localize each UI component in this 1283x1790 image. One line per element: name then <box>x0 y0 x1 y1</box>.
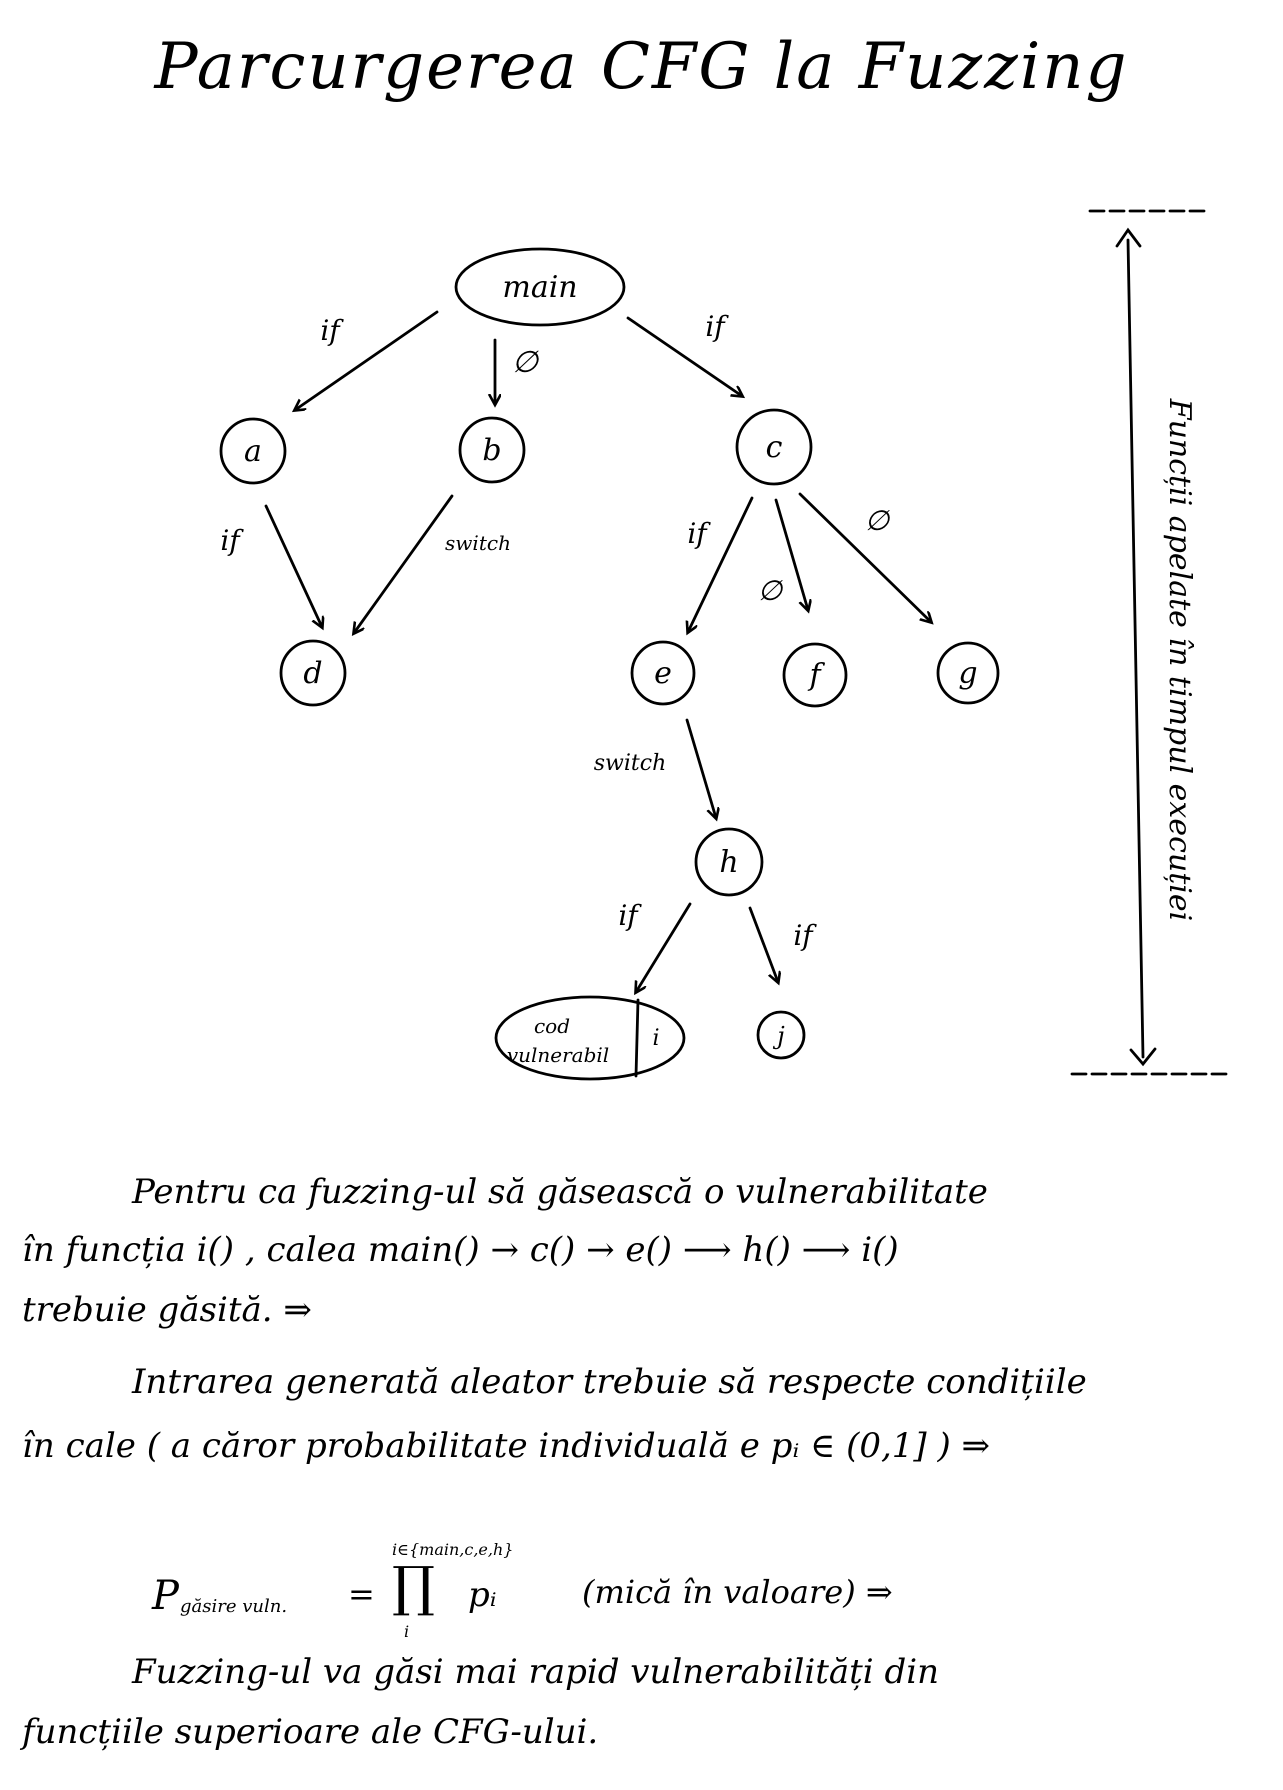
probability-formula: i∈{main,c,e,h} P găsire vuln. = ∏ i pᵢ (… <box>152 1542 1052 1658</box>
node-a <box>219 417 287 485</box>
formula-product-index: i <box>404 1622 410 1641</box>
note-para2-line2: în cale ( a căror probabilitate individu… <box>22 1426 991 1466</box>
formula-note: (mică în valoare) ⇒ <box>582 1573 893 1611</box>
edge-main-c <box>626 316 742 396</box>
edge-b-d-label: switch <box>445 531 511 555</box>
node-main <box>454 247 626 327</box>
note-para3-line1: Fuzzing-ul va găsi mai rapid vulnerabili… <box>132 1652 940 1692</box>
node-h <box>694 827 764 897</box>
note-para1-line3: trebuie găsită. ⇒ <box>22 1290 312 1330</box>
node-g-label: g <box>958 656 977 691</box>
edge-main-a <box>295 310 439 410</box>
edge-e-h <box>685 718 716 818</box>
edge-h-i <box>636 902 692 992</box>
note-para1-line1: Pentru ca fuzzing-ul să găsească o vulne… <box>132 1172 988 1212</box>
note-para2-line1: Intrarea generată aleator trebuie să res… <box>132 1362 1087 1402</box>
edge-c-e-label: if <box>687 517 711 550</box>
node-d-label: d <box>303 656 322 691</box>
node-e-label: e <box>654 656 672 691</box>
edge-c-f <box>774 498 808 610</box>
formula-lhs-subscript: găsire vuln. <box>180 1596 288 1617</box>
edge-h-j-label: if <box>793 919 817 952</box>
node-f <box>782 642 848 708</box>
formula-lhs: P <box>152 1573 179 1619</box>
formula-product-symbol: ∏ <box>392 1555 435 1618</box>
node-vulnerable-code <box>494 995 686 1081</box>
note-para1-line2: în funcția i() , calea main() → c() → e(… <box>22 1230 899 1270</box>
node-i-label: i <box>652 1026 659 1051</box>
vulnerable-code-label-line1: cod <box>534 1014 570 1038</box>
vulnerable-code-divider <box>634 998 640 1078</box>
edge-main-a-label: if <box>320 314 344 347</box>
node-b-label: b <box>482 433 501 468</box>
edge-e-h-label: switch <box>594 751 667 776</box>
edge-main-b-label: ∅ <box>512 345 540 380</box>
timeline-arrow-line <box>1126 238 1145 1059</box>
formula-term: pᵢ <box>468 1575 497 1615</box>
node-c-label: c <box>766 430 783 465</box>
node-e <box>630 640 696 706</box>
edge-c-g <box>798 492 931 622</box>
formula-product-range: i∈{main,c,e,h} <box>392 1540 514 1559</box>
timeline-arrow-up-head <box>1115 227 1142 248</box>
node-d <box>279 639 347 707</box>
node-g <box>936 641 1000 705</box>
edge-main-c-label: if <box>705 310 729 343</box>
edge-h-i-label: if <box>618 899 642 932</box>
edge-a-d <box>264 504 322 627</box>
note-para3-line2: funcțiile superioare ale CFG-ului. <box>22 1712 599 1752</box>
node-c <box>735 408 813 486</box>
node-a-label: a <box>244 434 262 469</box>
node-b <box>458 416 526 484</box>
node-h-label: h <box>719 845 738 880</box>
page-title: Parcurgerea CFG la Fuzzing <box>154 30 1129 104</box>
vulnerable-code-label-line2: vulnerabil <box>507 1043 609 1067</box>
timeline-label: Funcții apelate în timpul execuției <box>1162 398 1197 921</box>
node-f-label: f <box>807 658 825 693</box>
edge-h-j <box>748 906 778 982</box>
edge-c-f-label: ∅ <box>758 574 784 607</box>
node-j <box>756 1010 806 1060</box>
node-j-label: j <box>772 1022 785 1050</box>
timeline-arrow-down-head <box>1129 1047 1157 1067</box>
edge-c-g-label: ∅ <box>865 504 891 537</box>
edge-c-e <box>688 496 754 632</box>
formula-equals: = <box>348 1575 375 1613</box>
cfg-diagram: main a b c d e f g h j cod vulnerabil i … <box>219 209 1232 1081</box>
edge-a-d-label: if <box>220 524 244 557</box>
edge-b-d <box>354 494 454 633</box>
node-main-label: main <box>502 270 577 305</box>
